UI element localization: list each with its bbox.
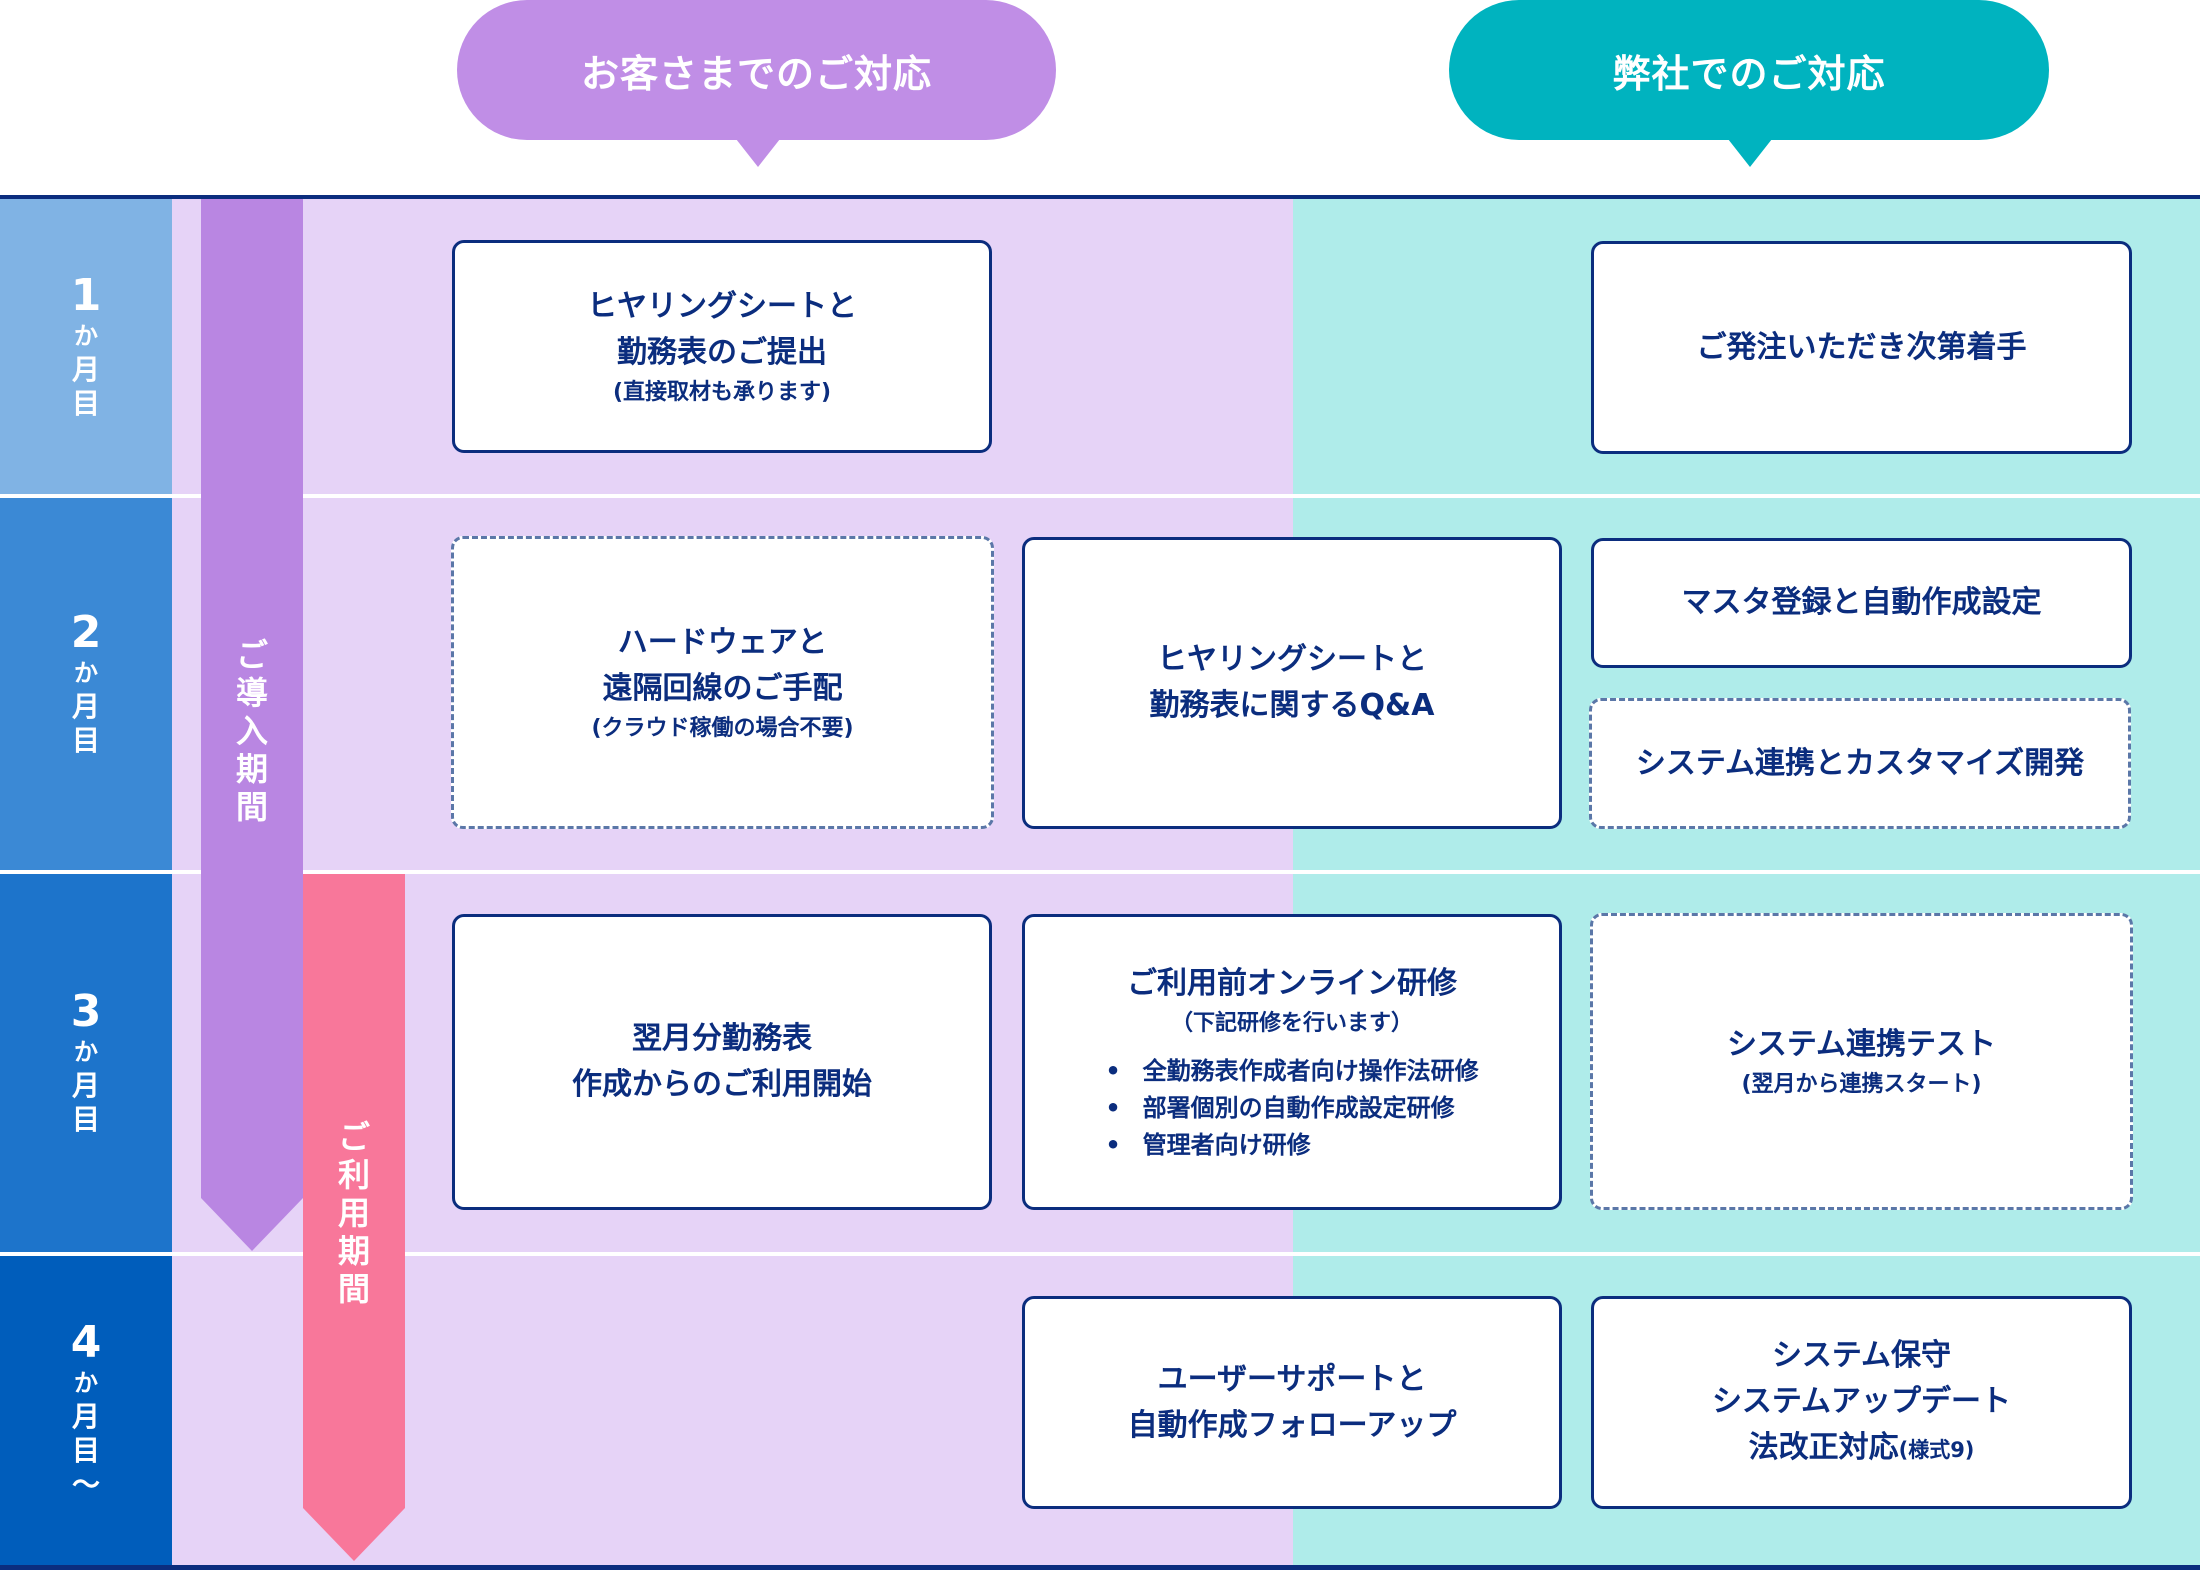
card-note: (翌月から連携スタート) <box>1741 1071 1982 1097</box>
card-note: （下記研修を行います） <box>1170 1010 1413 1036</box>
card-master-registration: マスタ登録と自動作成設定 <box>1591 538 2132 668</box>
month-3-cell: 3 か 月 目 <box>0 874 172 1252</box>
month-char: か <box>74 1038 98 1066</box>
month-char: 月 <box>71 352 100 386</box>
row-divider <box>0 870 2200 874</box>
card-title: 自動作成フォローアップ <box>1127 1407 1457 1443</box>
period-char: 間 <box>337 1270 370 1308</box>
card-system-maintenance: システム保守 システムアップデート 法改正対応(様式9) <box>1591 1296 2132 1509</box>
period-char: ご <box>337 1118 370 1156</box>
month-number: 4 <box>70 1316 102 1368</box>
month-char: か <box>74 1368 98 1397</box>
card-note: (様式9) <box>1898 1437 1975 1462</box>
usage-arrow-shape <box>303 874 405 1561</box>
month-1-cell: 1 か 月 目 <box>0 199 172 494</box>
card-title: 遠隔回線のご手配 <box>602 670 843 706</box>
card-hearing-sheet-submission: ヒヤリングシートと 勤務表のご提出 (直接取材も承ります) <box>452 240 992 453</box>
card-online-training: ご利用前オンライン研修 （下記研修を行います） 全勤務表作成者向け操作法研修 部… <box>1022 914 1562 1210</box>
card-hardware-arrangement: ハードウェアと 遠隔回線のご手配 (クラウド稼働の場合不要) <box>451 536 994 829</box>
card-title: ご発注いただき次第着手 <box>1696 329 2027 365</box>
card-title: システム連携テスト <box>1726 1026 1997 1062</box>
company-header-bubble: 弊社でのご対応 <box>1449 0 2049 140</box>
card-integration-test: システム連携テスト (翌月から連携スタート) <box>1590 913 2133 1210</box>
card-note: (直接取材も承ります) <box>612 379 832 405</box>
customer-header-label: お客さまでのご対応 <box>580 51 932 96</box>
card-title: ヒヤリングシートと <box>1157 642 1427 677</box>
card-title: 勤務表のご提出 <box>617 334 827 370</box>
card-title: システム保守 <box>1771 1337 1952 1373</box>
customer-header-bubble: お客さまでのご対応 <box>457 0 1056 140</box>
card-title: ご利用前オンライン研修 <box>1127 965 1457 1001</box>
card-title: ユーザーサポートと <box>1157 1361 1427 1397</box>
row-divider <box>0 1252 2200 1256</box>
period-char: ご <box>235 636 268 674</box>
usage-period-arrow <box>303 874 405 1561</box>
top-rule <box>0 195 2200 199</box>
month-2-cell: 2 か 月 目 <box>0 498 172 870</box>
month-char: 月 <box>71 1069 100 1102</box>
company-bubble-tail <box>1728 139 1772 167</box>
period-char: 用 <box>337 1194 370 1232</box>
month-char: 目 <box>71 724 100 757</box>
card-title: ハードウェアと <box>617 624 828 660</box>
month-char: か <box>74 659 98 687</box>
training-item: 管理者向け研修 <box>1105 1127 1478 1164</box>
period-char: 利 <box>337 1156 370 1194</box>
card-title: 作成からのご利用開始 <box>572 1067 872 1102</box>
card-title: マスタ登録と自動作成設定 <box>1681 585 2042 620</box>
card-system-integration-dev: システム連携とカスタマイズ開発 <box>1589 698 2131 829</box>
customer-bubble-tail <box>736 139 780 167</box>
period-char: 導 <box>235 674 268 712</box>
period-char: 間 <box>235 788 268 826</box>
card-note: (クラウド稼働の場合不要) <box>591 715 854 741</box>
card-usage-start: 翌月分勤務表 作成からのご利用開始 <box>452 914 992 1210</box>
usage-period-label: ご 利 用 期 間 <box>303 1118 405 1308</box>
month-char: 月 <box>71 690 100 723</box>
card-title: システムアップデート <box>1711 1383 2012 1419</box>
intro-period-arrow <box>201 199 303 1251</box>
month-number: 2 <box>70 607 102 658</box>
card-title: ヒヤリングシートと <box>587 288 857 324</box>
card-title: 勤務表に関するQ&A <box>1149 688 1435 723</box>
intro-arrow-shape <box>201 199 303 1251</box>
period-char: 期 <box>337 1232 370 1270</box>
month-char: か <box>74 321 98 350</box>
card-title: 翌月分勤務表 <box>632 1021 812 1056</box>
intro-period-label: ご 導 入 期 間 <box>201 636 303 826</box>
row-divider <box>0 494 2200 498</box>
card-title: システム連携とカスタマイズ開発 <box>1635 745 2085 781</box>
card-title-text: 法改正対応 <box>1748 1429 1899 1465</box>
card-user-support: ユーザーサポートと 自動作成フォローアップ <box>1022 1296 1562 1509</box>
training-list: 全勤務表作成者向け操作法研修 部署個別の自動作成設定研修 管理者向け研修 <box>1105 1053 1479 1164</box>
company-header-label: 弊社でのご対応 <box>1612 51 1886 96</box>
bottom-rule <box>0 1565 2200 1570</box>
month-char: 目 <box>71 1103 100 1136</box>
month-number: 3 <box>70 986 102 1037</box>
card-start-on-order: ご発注いただき次第着手 <box>1591 241 2132 454</box>
period-char: 入 <box>235 712 268 750</box>
month-number: 1 <box>70 269 102 321</box>
month-char: 目 <box>71 386 100 420</box>
card-hearing-qa: ヒヤリングシートと 勤務表に関するQ&A <box>1022 537 1562 829</box>
month-4-cell: 4 か 月 目 〜 <box>0 1256 172 1565</box>
training-item: 全勤務表作成者向け操作法研修 <box>1105 1053 1479 1090</box>
card-title: 法改正対応(様式9) <box>1749 1425 1975 1473</box>
month-char: 目 <box>71 1433 100 1467</box>
training-item: 部署個別の自動作成設定研修 <box>1105 1090 1478 1127</box>
month-suffix: 〜 <box>71 1467 100 1501</box>
period-char: 期 <box>235 750 268 788</box>
month-char: 月 <box>71 1399 100 1433</box>
